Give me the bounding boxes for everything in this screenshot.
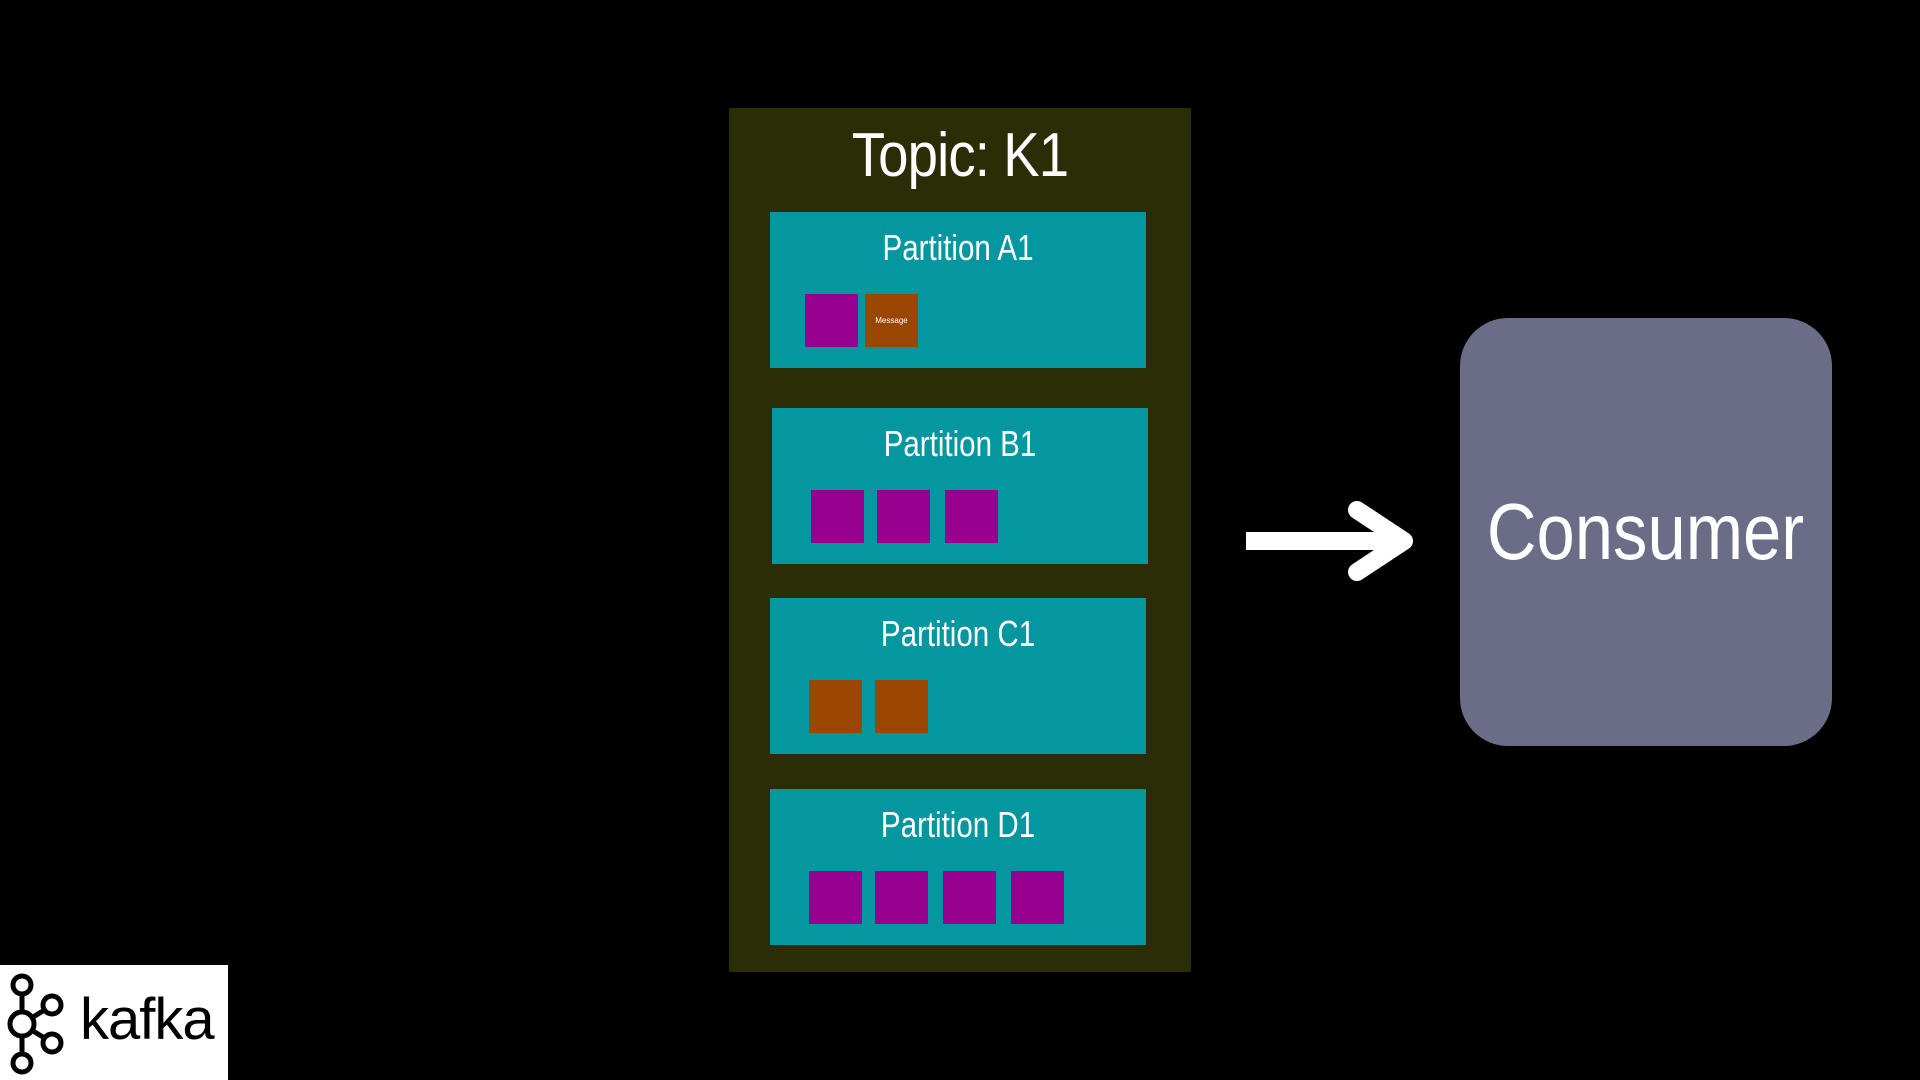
message-block: Message: [865, 294, 918, 347]
partition-title: Partition A1: [882, 227, 1034, 268]
message-block: [943, 871, 996, 924]
message-block: [875, 871, 928, 924]
partition-d1: Partition D1: [770, 789, 1146, 945]
arrow-right-icon: [1246, 501, 1413, 581]
message-block: [945, 490, 998, 543]
message-block: [809, 871, 862, 924]
partition-a1: Partition A1 Message: [770, 212, 1146, 368]
kafka-logo: kafka: [0, 965, 228, 1080]
topic-title: Topic: K1: [851, 121, 1069, 190]
kafka-logo-icon: [7, 973, 64, 1075]
partition-title: Partition D1: [880, 804, 1036, 845]
message-label: Message: [875, 316, 908, 325]
message-block: [805, 294, 858, 347]
message-block: [875, 680, 928, 733]
partition-title: Partition C1: [880, 613, 1036, 654]
message-block: [1011, 871, 1064, 924]
consumer-box: Consumer: [1460, 318, 1832, 746]
partition-title: Partition B1: [883, 423, 1037, 464]
consumer-label: Consumer: [1487, 487, 1805, 576]
message-block: [877, 490, 930, 543]
message-block: [811, 490, 864, 543]
message-block: [809, 680, 862, 733]
partition-c1: Partition C1: [770, 598, 1146, 754]
partition-b1: Partition B1: [772, 408, 1148, 564]
kafka-wordmark: kafka: [80, 987, 215, 1052]
topic-container: Topic: K1 Partition A1 Message Partition…: [729, 108, 1191, 972]
